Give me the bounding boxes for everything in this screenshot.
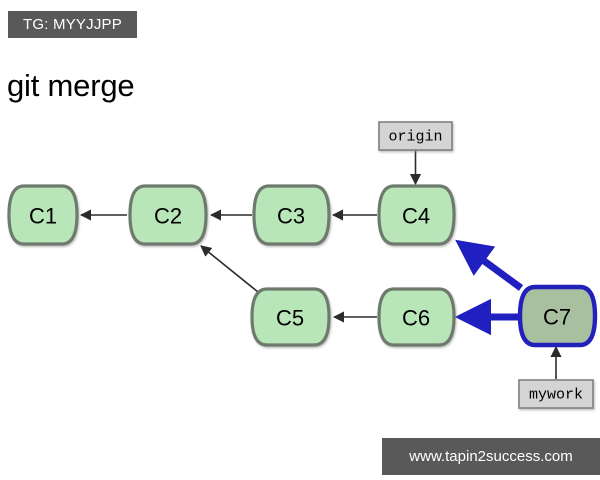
commit-node-c1-label: C1 <box>29 204 57 229</box>
edge-layer <box>79 150 562 379</box>
ref-origin-label: origin <box>388 129 442 146</box>
commit-node-c4[interactable]: C4 <box>377 184 456 246</box>
commit-node-c7-shape[interactable] <box>517 284 598 348</box>
commit-node-c4-label: C4 <box>402 204 430 229</box>
commit-node-c3[interactable]: C3 <box>252 184 331 246</box>
commit-node-c7[interactable]: C7 <box>517 284 598 348</box>
commit-node-c5[interactable]: C5 <box>250 287 331 347</box>
ref-layer: origin mywork <box>378 121 594 409</box>
tag-badge: TG: MYYJJPP <box>8 11 137 38</box>
commit-node-c2[interactable]: C2 <box>128 184 208 246</box>
ref-mywork-label: mywork <box>529 387 583 404</box>
ref-mywork-box[interactable] <box>518 379 594 409</box>
commit-node-c3-shape[interactable] <box>252 184 331 246</box>
commit-node-c3-label: C3 <box>277 204 305 229</box>
edge-c7-to-c4 <box>455 239 524 291</box>
ref-origin-box[interactable] <box>378 121 453 151</box>
commit-layer: C1 C2 C3 C4 C5 <box>7 184 598 348</box>
commit-node-c2-label: C2 <box>154 204 182 229</box>
commit-node-c5-shape[interactable] <box>250 287 331 347</box>
edge-c5-to-c2 <box>200 245 259 293</box>
commit-node-c1[interactable]: C1 <box>7 184 79 246</box>
commit-node-c6-shape[interactable] <box>377 287 456 347</box>
ref-origin[interactable]: origin <box>378 121 453 151</box>
commit-node-c4-shape[interactable] <box>377 184 456 246</box>
commit-node-c6-label: C6 <box>402 306 430 331</box>
commit-node-c6[interactable]: C6 <box>377 287 456 347</box>
ref-mywork[interactable]: mywork <box>518 379 594 409</box>
commit-node-c7-label: C7 <box>543 305 571 330</box>
commit-node-c5-label: C5 <box>276 306 304 331</box>
page-title: git merge <box>7 68 135 103</box>
commit-node-c2-shape[interactable] <box>128 184 208 246</box>
commit-node-c1-shape[interactable] <box>7 184 79 246</box>
footer-watermark: www.tapin2success.com <box>382 438 600 475</box>
